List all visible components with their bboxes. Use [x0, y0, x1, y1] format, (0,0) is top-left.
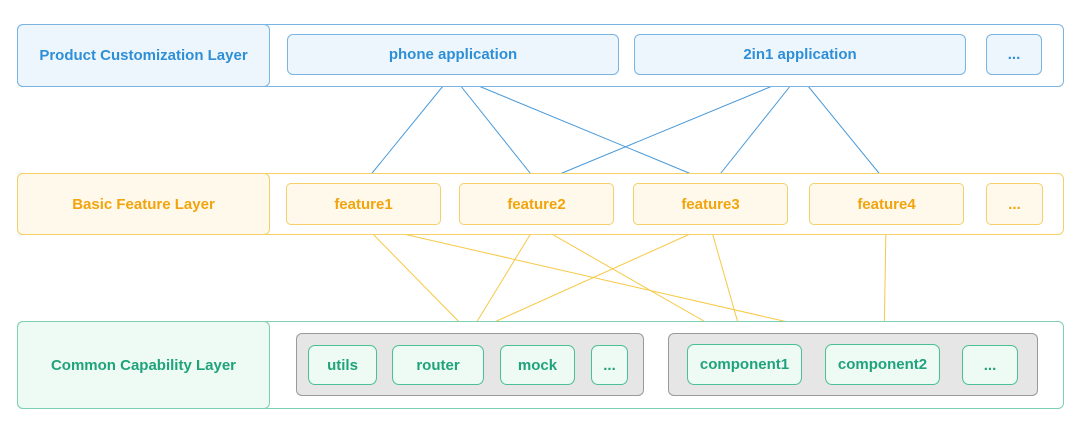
component-more-box[interactable]: ...: [962, 345, 1018, 385]
feature-layer-title: Basic Feature Layer: [17, 173, 270, 235]
feature3-box[interactable]: feature3: [633, 183, 788, 225]
utils-box[interactable]: utils: [308, 345, 377, 385]
component2-box[interactable]: component2: [825, 344, 940, 385]
link-feature3-group1: [468, 224, 711, 335]
link-phone-feature3: [451, 74, 715, 185]
feature4-box[interactable]: feature4: [809, 183, 964, 225]
feature2-box[interactable]: feature2: [459, 183, 614, 225]
phone-application-box[interactable]: phone application: [287, 34, 619, 75]
utility-more-box[interactable]: ...: [591, 345, 628, 385]
product-layer-title: Product Customization Layer: [17, 24, 270, 87]
mock-box[interactable]: mock: [500, 345, 575, 385]
product-more-box[interactable]: ...: [986, 34, 1042, 75]
feature1-box[interactable]: feature1: [286, 183, 441, 225]
router-box[interactable]: router: [392, 345, 484, 385]
common-layer-title: Common Capability Layer: [17, 321, 270, 409]
link-phone-feature1: [362, 74, 453, 185]
link-feature2-group1: [468, 224, 537, 335]
link-2in1-feature4: [798, 74, 889, 185]
link-2in1-feature2: [536, 74, 800, 185]
link-phone-feature2: [451, 74, 540, 185]
component1-box[interactable]: component1: [687, 344, 802, 385]
link-feature1-group1: [363, 224, 472, 335]
feature-more-box[interactable]: ...: [986, 183, 1043, 225]
2in1-application-box[interactable]: 2in1 application: [634, 34, 966, 75]
link-2in1-feature3: [711, 74, 800, 185]
